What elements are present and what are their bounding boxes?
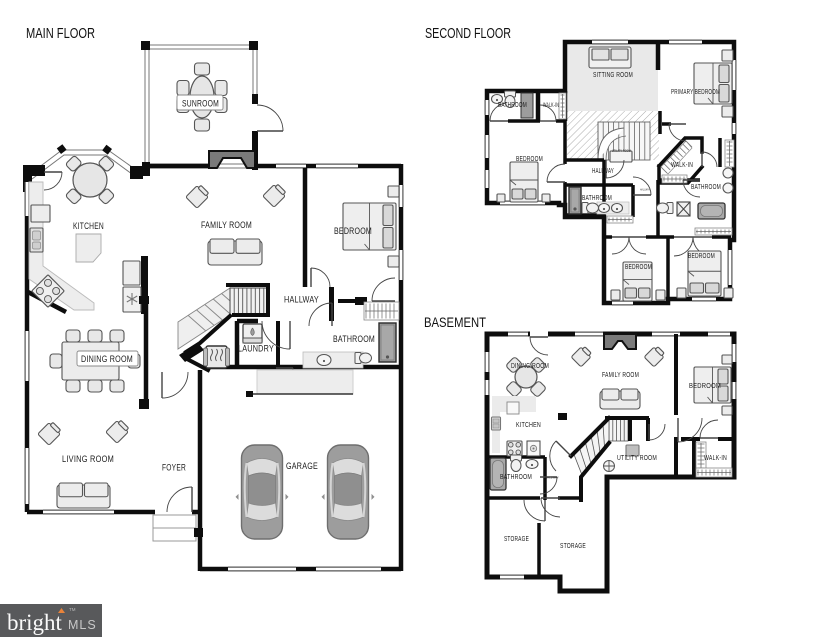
svg-text:STORAGE: STORAGE — [560, 541, 586, 550]
svg-text:UTILITY ROOM: UTILITY ROOM — [612, 148, 631, 153]
svg-text:SECOND FLOOR: SECOND FLOOR — [425, 25, 511, 42]
svg-text:UTILITY ROOM: UTILITY ROOM — [617, 453, 657, 462]
svg-text:STORAGE: STORAGE — [504, 534, 529, 543]
svg-text:HALLWAY: HALLWAY — [284, 295, 319, 305]
svg-text:HALLWAY: HALLWAY — [592, 166, 614, 175]
svg-text:GARAGE: GARAGE — [286, 461, 318, 471]
svg-text:BATHROOM: BATHROOM — [582, 193, 612, 202]
svg-text:TM: TM — [69, 607, 76, 612]
svg-text:WALK-IN: WALK-IN — [704, 453, 727, 462]
svg-text:DINING ROOM: DINING ROOM — [81, 354, 133, 364]
svg-text:FAMILY ROOM: FAMILY ROOM — [602, 370, 639, 379]
svg-text:SUNROOM: SUNROOM — [182, 99, 219, 109]
svg-text:MLS: MLS — [68, 618, 97, 632]
svg-text:LIVING ROOM: LIVING ROOM — [62, 454, 114, 464]
svg-text:BASEMENT: BASEMENT — [424, 315, 486, 330]
svg-text:BATHROOM: BATHROOM — [500, 472, 532, 481]
svg-text:bright: bright — [7, 610, 63, 635]
svg-text:WALK-IN: WALK-IN — [543, 102, 559, 109]
svg-text:MAIN FLOOR: MAIN FLOOR — [26, 25, 95, 42]
svg-text:BEDROOM: BEDROOM — [625, 262, 652, 271]
svg-text:BATHROOM: BATHROOM — [691, 182, 721, 191]
svg-text:WALK-IN: WALK-IN — [671, 160, 693, 169]
svg-text:BEDROOM: BEDROOM — [516, 154, 543, 163]
svg-text:KITCHEN: KITCHEN — [73, 221, 104, 231]
svg-text:FAMILY ROOM: FAMILY ROOM — [201, 220, 252, 230]
svg-text:HALLWAY: HALLWAY — [640, 188, 650, 192]
svg-text:FOYER: FOYER — [162, 463, 186, 473]
svg-text:HALLWAY: HALLWAY — [545, 476, 559, 480]
svg-text:LAUNDRY: LAUNDRY — [238, 344, 274, 354]
svg-text:BATHROOM: BATHROOM — [333, 334, 375, 344]
svg-text:DINING ROOM: DINING ROOM — [511, 361, 549, 370]
svg-text:BEDROOM: BEDROOM — [334, 226, 372, 236]
svg-text:PRIMARY BEDROOM: PRIMARY BEDROOM — [671, 87, 720, 96]
svg-text:BATHROOM: BATHROOM — [498, 102, 527, 109]
svg-text:BEDROOM: BEDROOM — [688, 251, 715, 260]
svg-text:BEDROOM: BEDROOM — [689, 381, 721, 390]
svg-text:KITCHEN: KITCHEN — [516, 420, 541, 429]
svg-text:SITTING ROOM: SITTING ROOM — [593, 70, 633, 79]
